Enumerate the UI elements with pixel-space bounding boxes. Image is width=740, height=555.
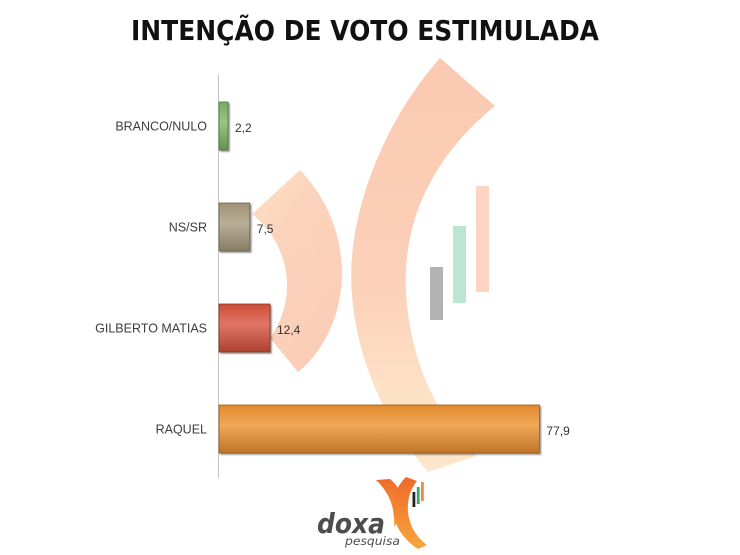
logo-large-arc (393, 477, 427, 549)
chart-title: INTENÇÃO DE VOTO ESTIMULADA (131, 13, 599, 47)
bar-gilberto-matias (218, 303, 271, 353)
bar-branco-nulo (218, 101, 229, 151)
bar-raquel (218, 404, 540, 454)
watermark-bar-gray (430, 267, 443, 320)
logo-bar-black (412, 492, 416, 507)
value-label-raquel: 77,9 (546, 424, 570, 438)
category-label-ns-sr: NS/SR (169, 221, 207, 235)
bar-row-ns-sr: NS/SR 7,5 (169, 202, 274, 252)
watermark-bar-green (453, 226, 466, 303)
bar-row-raquel: RAQUEL 77,9 (156, 404, 570, 454)
category-label-gilberto-matias: GILBERTO MATIAS (95, 322, 207, 336)
watermark-bar-peach (476, 186, 489, 292)
value-label-ns-sr: 7,5 (257, 222, 274, 236)
logo-bar-orange (421, 482, 424, 501)
logo-tagline: pesquisa (344, 534, 400, 548)
bar-ns-sr (218, 202, 251, 252)
logo-bar-green (416, 487, 420, 504)
value-label-gilberto-matias: 12,4 (277, 323, 301, 337)
bar-row-gilberto-matias: GILBERTO MATIAS 12,4 (95, 303, 301, 353)
watermark-large-arc (351, 58, 495, 472)
watermark-small-arc (252, 170, 342, 372)
bar-series: BRANCO/NULO 2,2 NS/SR 7,5 GILBERTO MATIA… (95, 101, 570, 454)
logo-wordmark: doxa (317, 507, 385, 540)
category-label-branco-nulo: BRANCO/NULO (115, 120, 207, 134)
bar-row-branco-nulo: BRANCO/NULO 2,2 (115, 101, 252, 151)
doxa-logo: doxa pesquisa (317, 477, 427, 549)
category-label-raquel: RAQUEL (156, 423, 207, 437)
watermark-logo (252, 58, 495, 472)
value-label-branco-nulo: 2,2 (235, 121, 252, 135)
